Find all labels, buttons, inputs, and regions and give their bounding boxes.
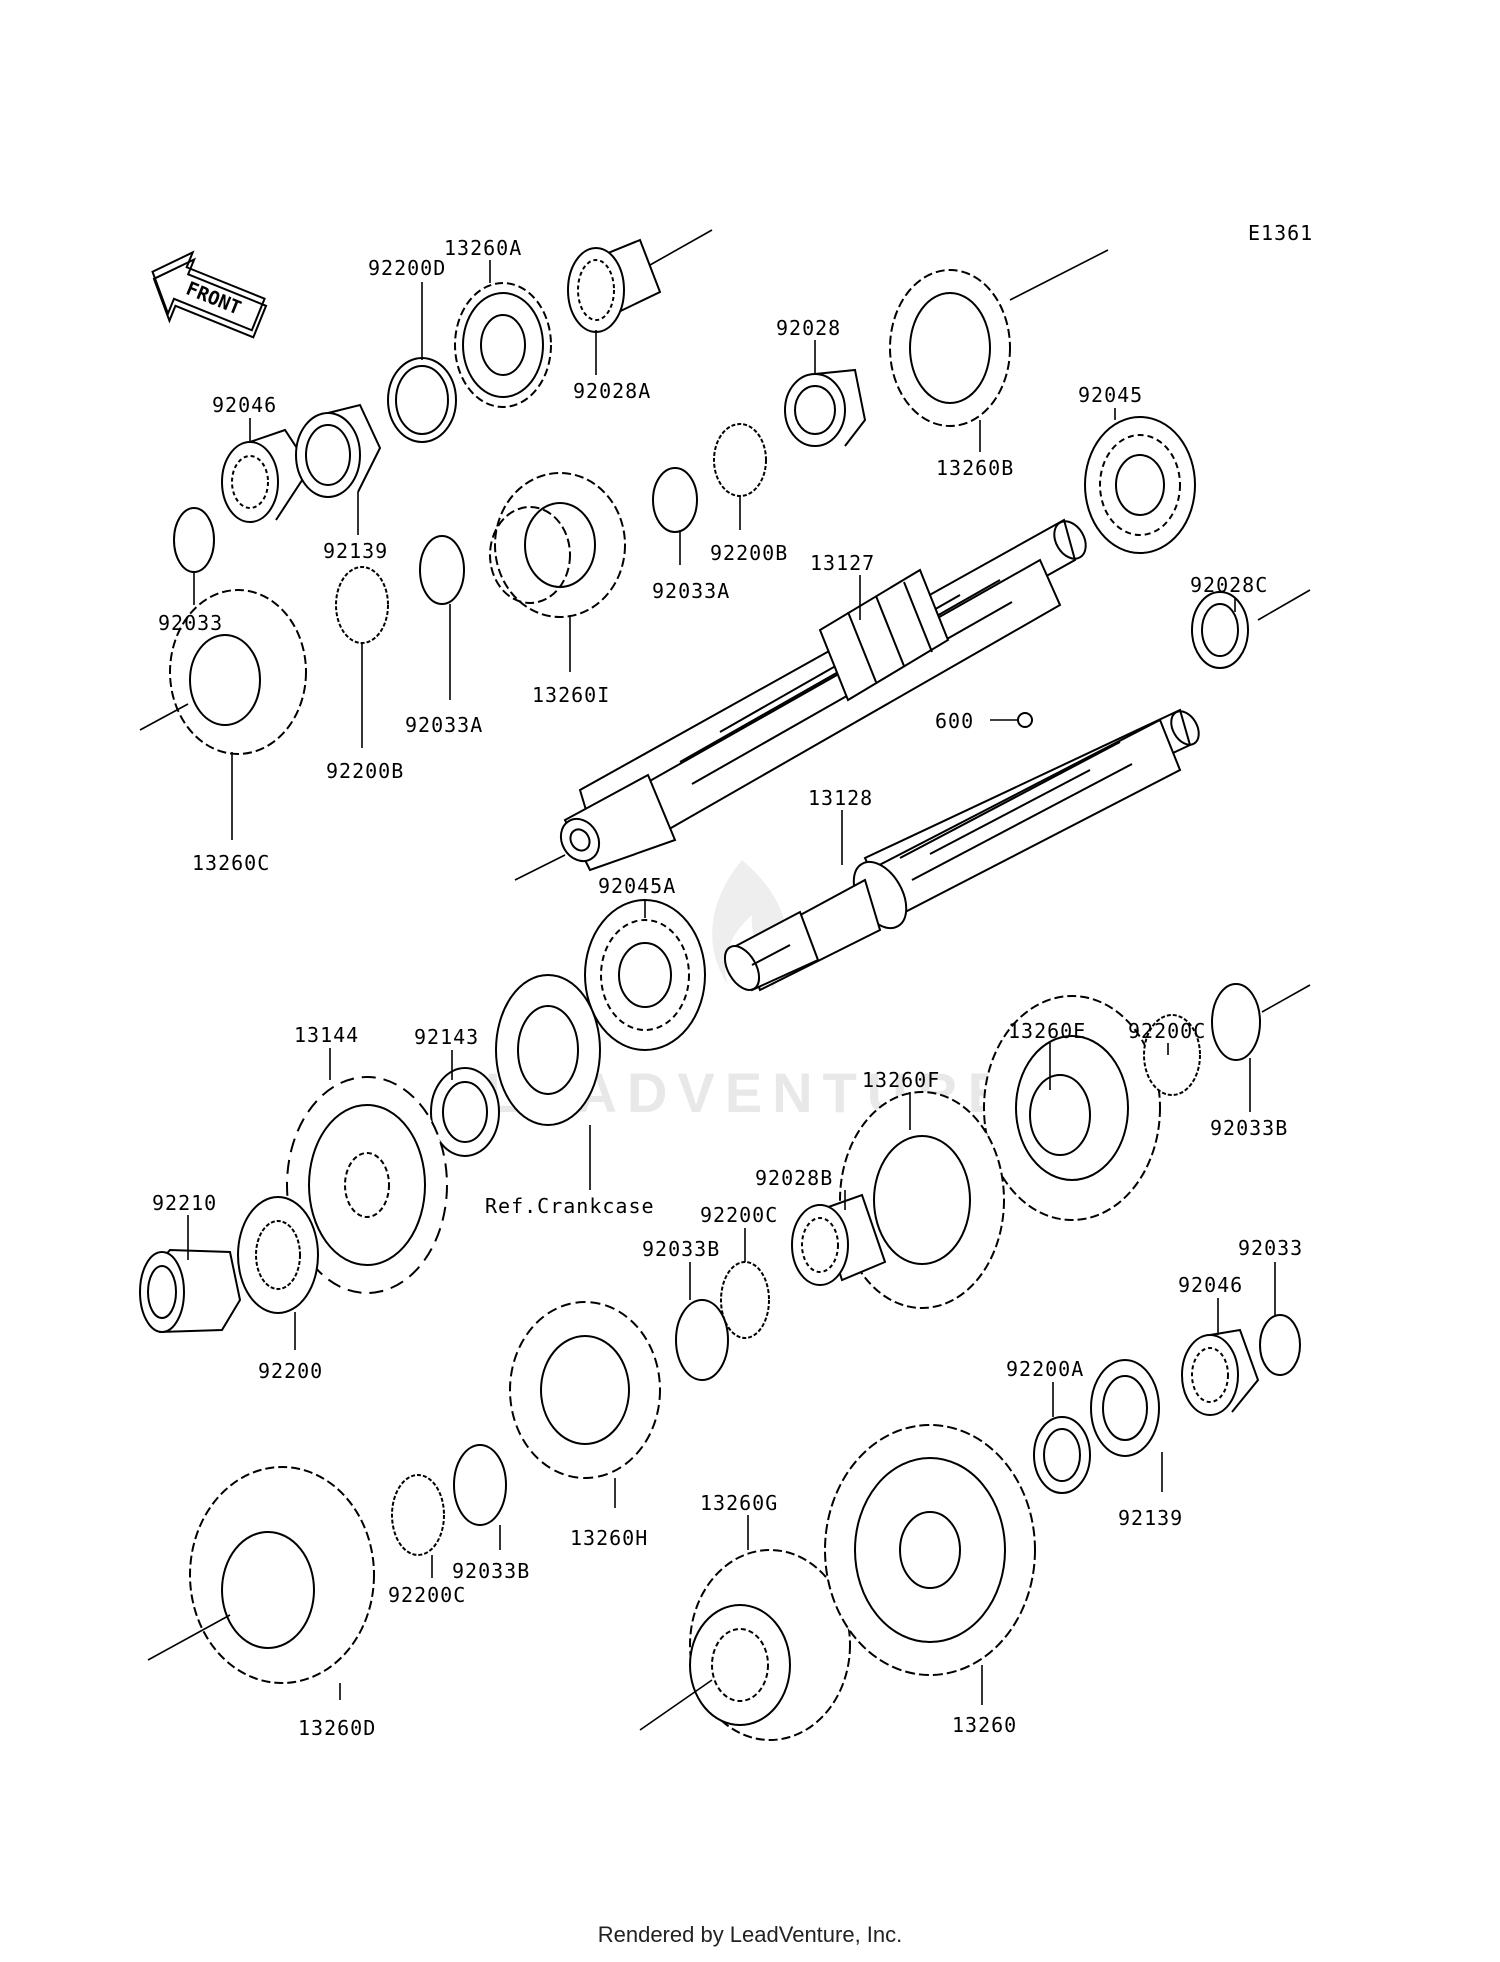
gear-13260D: [147, 1466, 375, 1684]
callout-13260I: 13260I: [532, 683, 610, 707]
needle-bearing-92046-right: [1181, 1328, 1260, 1416]
callout-92046-right: 92046: [1178, 1273, 1243, 1297]
callout-92028B: 92028B: [755, 1166, 833, 1190]
callout-92200B-right: 92200B: [710, 541, 788, 565]
dot-600: [1017, 712, 1033, 728]
callout-13260A: 13260A: [444, 236, 522, 260]
circlip-92033B-right: [1211, 983, 1261, 1061]
callout-13260B: 13260B: [936, 456, 1014, 480]
circlip-92033-top: [173, 507, 215, 573]
callout-92033B-low: 92033B: [452, 1559, 530, 1583]
leader-lines: [187, 260, 1276, 1705]
callout-92200B-left: 92200B: [326, 759, 404, 783]
nut-92210: [139, 1248, 242, 1334]
callout-92045A: 92045A: [598, 874, 676, 898]
callout-13260G: 13260G: [700, 1491, 778, 1515]
gear-13260E: [983, 995, 1161, 1221]
sprocket-13144: [286, 1076, 448, 1294]
oil-seal-crankcase: [495, 974, 601, 1126]
circlip-92033B-low: [453, 1444, 507, 1526]
callout-92033B-right: 92033B: [1210, 1116, 1288, 1140]
callout-92200: 92200: [258, 1359, 323, 1383]
callout-92200C-mid: 92200C: [700, 1203, 778, 1227]
callout-92200D: 92200D: [368, 256, 446, 280]
gear-13260: [824, 1424, 1036, 1676]
callout-13260F: 13260F: [862, 1068, 940, 1092]
front-direction-arrow-icon: FRONT: [151, 250, 268, 339]
callout-92045: 92045: [1078, 383, 1143, 407]
callout-92033B-mid: 92033B: [642, 1237, 720, 1261]
callout-13260: 13260: [952, 1713, 1017, 1737]
circlip-92033A-left: [419, 535, 465, 605]
callout-92033-right: 92033: [1238, 1236, 1303, 1260]
ball-bearing-92045A: [584, 899, 706, 1051]
callout-92028C: 92028C: [1190, 573, 1268, 597]
washer-92200A: [1033, 1416, 1091, 1494]
callout-92200C-top: 92200C: [1128, 1019, 1206, 1043]
callout-13260H: 13260H: [570, 1526, 648, 1550]
callout-92200C-low: 92200C: [388, 1583, 466, 1607]
collar-92139-top: [295, 403, 382, 498]
bearing-92028A: [567, 229, 713, 333]
callout-600: 600: [935, 709, 974, 733]
callout-92046-top: 92046: [212, 393, 277, 417]
callout-92210: 92210: [152, 1191, 217, 1215]
washer-92200B-right: [713, 423, 767, 497]
washer-92200D: [387, 357, 457, 443]
collar-92143: [430, 1067, 500, 1157]
needle-bearing-92028B: [791, 1193, 887, 1286]
callout-13128: 13128: [808, 786, 873, 810]
callout-92028: 92028: [776, 316, 841, 340]
gear-13260G: [639, 1549, 851, 1741]
callout-92200A: 92200A: [1006, 1357, 1084, 1381]
circlip-92033-right: [1259, 1314, 1301, 1376]
washer-92200B-left: [335, 566, 389, 644]
washer-92200: [237, 1196, 319, 1314]
callout-92139-top: 92139: [323, 539, 388, 563]
callout-labels: 13260A 92028A 92200D 92046 92139 92033 9…: [152, 236, 1303, 1740]
circlip-92033A-right: [652, 467, 698, 533]
gear-13260I: [489, 472, 626, 618]
bushing-92028C: [1191, 589, 1311, 669]
bushing-92028: [784, 368, 867, 447]
collar-92139-right: [1090, 1359, 1160, 1457]
callout-92033A-right: 92033A: [652, 579, 730, 603]
callout-92033-top: 92033: [158, 611, 223, 635]
callout-13260D: 13260D: [298, 1716, 376, 1740]
washer-92200C-top: [1143, 1014, 1201, 1096]
callout-92028A: 92028A: [573, 379, 651, 403]
shaft-13127: [514, 518, 1087, 881]
gear-13260H: [509, 1301, 661, 1479]
washer-92200C-mid: [720, 1261, 770, 1339]
needle-bearing-92046-top: [221, 428, 312, 523]
ball-bearing-92045: [1084, 416, 1196, 554]
washer-92200C-low: [391, 1474, 445, 1556]
circlip-92033B-mid: [675, 1299, 729, 1381]
callout-92033A-left: 92033A: [405, 713, 483, 737]
gear-13260A: [454, 282, 552, 408]
callout-13260C: 13260C: [192, 851, 270, 875]
callout-13127: 13127: [810, 551, 875, 575]
callout-13144: 13144: [294, 1023, 359, 1047]
gear-13260B: [889, 249, 1109, 427]
footer-credit: Rendered by LeadVenture, Inc.: [597, 1922, 903, 1947]
callout-13260E: 13260E: [1008, 1019, 1086, 1043]
callout-ref-crankcase: Ref.Crankcase: [485, 1194, 655, 1218]
shaft-13128: [723, 708, 1200, 992]
callout-92139-right: 92139: [1118, 1506, 1183, 1530]
gear-13260C: [139, 589, 307, 755]
callout-92143: 92143: [414, 1025, 479, 1049]
diagram-code: E1361: [1248, 221, 1313, 245]
